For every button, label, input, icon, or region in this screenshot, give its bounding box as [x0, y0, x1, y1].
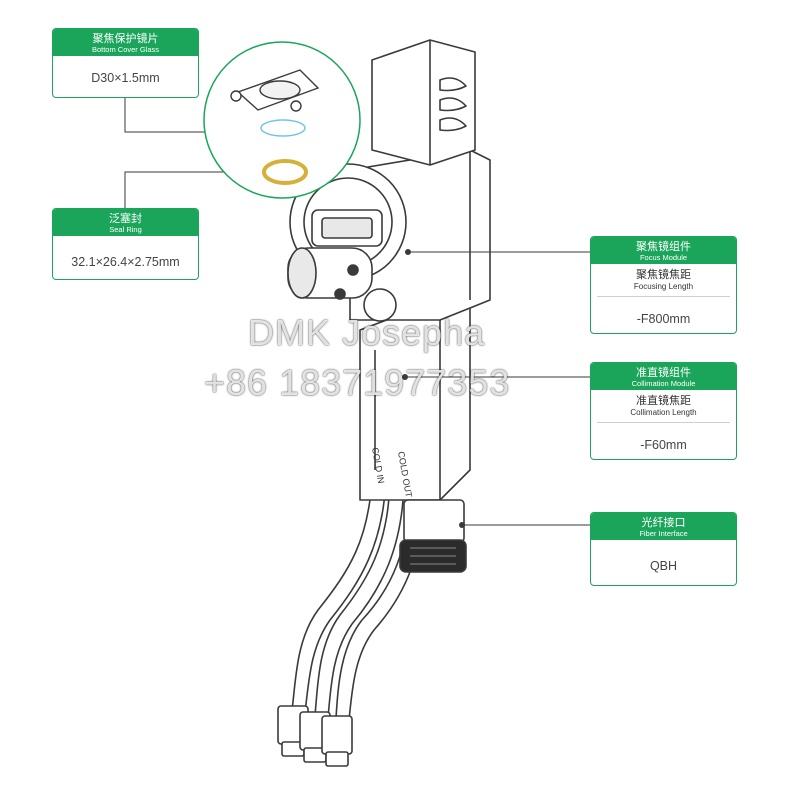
callout-header: 聚焦镜组件 Focus Module: [591, 237, 736, 264]
collimation-module-title-en: Collimation Module: [631, 379, 696, 388]
cover-glass-icon: [260, 119, 306, 137]
focusing-length-label-en: Focusing Length: [633, 282, 694, 291]
seal-ring-title-cn: 泛塞封: [109, 212, 142, 225]
callout-header: 准直镜组件 Collimation Module: [591, 363, 736, 390]
seal-ring-value: 32.1×26.4×2.75mm: [71, 255, 180, 269]
hose-fitting-right: [321, 715, 353, 755]
fiber-interface-title-en: Fiber Interface: [639, 529, 688, 538]
callout-header: 聚焦保护镜片 Bottom Cover Glass: [53, 29, 198, 56]
watermark-phone: +86 18371977353: [204, 362, 511, 403]
bottom-cover-glass-title-en: Bottom Cover Glass: [91, 45, 160, 54]
focusing-length-value: -F800mm: [636, 312, 691, 326]
focus-module-title-en: Focus Module: [639, 253, 688, 262]
fiber-interface-title-cn: 光纤接口: [641, 516, 686, 529]
callout-focus-module: 聚焦镜组件 Focus Module 聚焦镜焦距 Focusing Length…: [590, 236, 737, 334]
collimation-length-label-cn: 准直镜焦距: [636, 394, 691, 407]
callout-bottom-cover-glass: 聚焦保护镜片 Bottom Cover Glass D30×1.5mm: [52, 28, 199, 98]
focus-module-title-cn: 聚焦镜组件: [636, 240, 691, 253]
collimation-length-label-en: Collimation Length: [630, 408, 697, 417]
collimation-module-title-cn: 准直镜组件: [636, 366, 691, 379]
watermark-name: DMK Josepha: [248, 312, 486, 353]
focusing-length-label-cn: 聚焦镜焦距: [636, 268, 691, 281]
callout-seal-ring: 泛塞封 Seal Ring 32.1×26.4×2.75mm: [52, 208, 199, 280]
bottom-cover-glass-value: D30×1.5mm: [91, 71, 160, 85]
callout-collimation-module: 准直镜组件 Collimation Module 准直镜焦距 Collimati…: [590, 362, 737, 460]
collimation-length-value: -F60mm: [640, 438, 687, 452]
seal-ring-icon: [262, 159, 308, 185]
qbh-connector: [403, 499, 465, 543]
callout-header: 泛塞封 Seal Ring: [53, 209, 198, 236]
callout-header: 光纤接口 Fiber Interface: [591, 513, 736, 540]
bottom-cover-glass-title-cn: 聚焦保护镜片: [92, 32, 159, 45]
seal-ring-title-en: Seal Ring: [109, 225, 142, 234]
callout-fiber-interface: 光纤接口 Fiber Interface QBH: [590, 512, 737, 586]
fiber-interface-value: QBH: [649, 559, 678, 573]
